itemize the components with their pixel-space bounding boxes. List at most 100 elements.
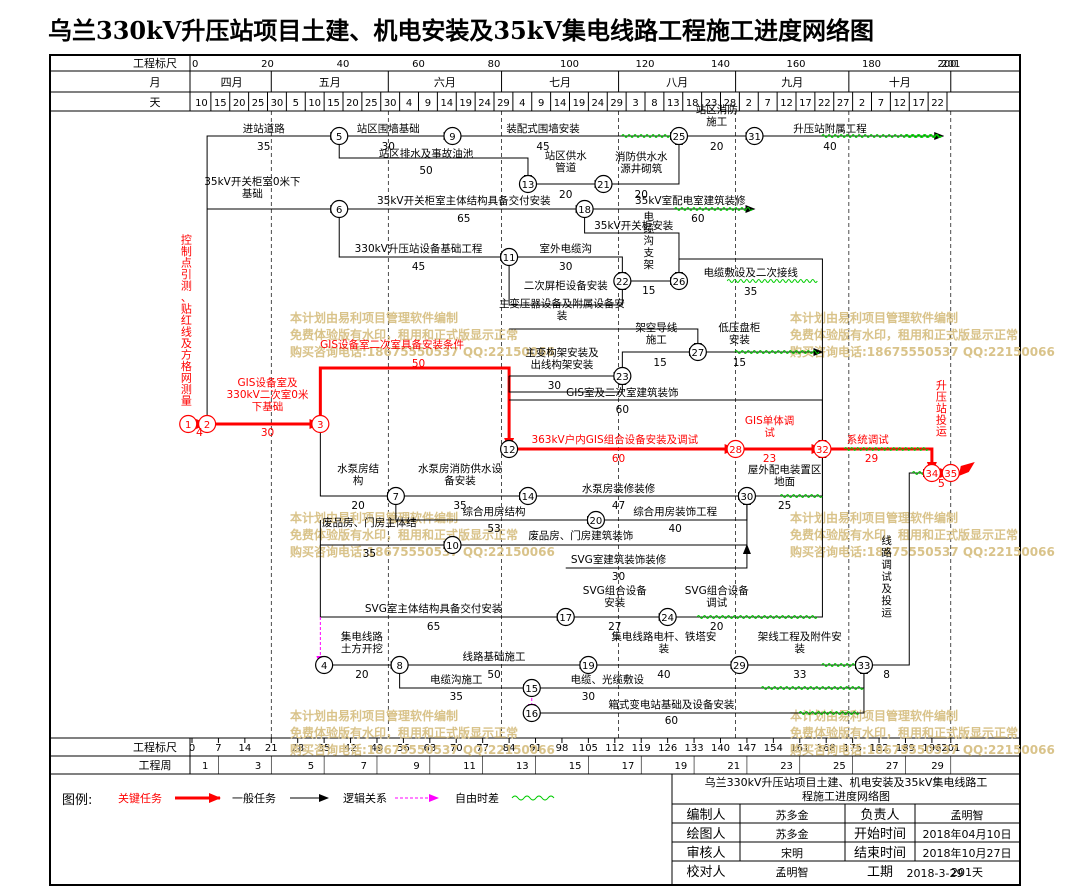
week-cell: 3: [255, 761, 261, 772]
task-name: 集电线路土方开挖: [341, 630, 383, 655]
scale-tick-bottom: 112: [605, 743, 624, 754]
task-name: 水泵房装修装修: [582, 482, 656, 495]
event-node-number: 19: [582, 661, 595, 672]
task-name: 废品房、门房主体结: [322, 516, 417, 529]
event-node: [518, 174, 538, 194]
event-node: [311, 414, 330, 434]
month-cell: 四月: [221, 76, 243, 89]
legend-normal-label: 一般任务: [232, 792, 276, 805]
task-duration: 30: [612, 571, 625, 583]
scale-label-top: 工程标尺: [133, 56, 177, 70]
task-name: 装配式围墙安装: [506, 122, 580, 135]
watermark-text: 免费体验版有水印，租用和正式版显示正常: [790, 527, 1018, 542]
day-cell: 5: [293, 98, 299, 109]
task-duration: 65: [457, 213, 470, 225]
scale-tick-bottom: 201: [941, 743, 960, 754]
watermark-group: 本计划由易利项目管理软件编制免费体验版有水印，租用和正式版显示正常购买咨询电话:…: [290, 310, 1055, 757]
event-node: [443, 535, 462, 555]
event-node-number: 9: [449, 132, 455, 143]
free-float-wave: [621, 134, 677, 138]
day-cell: 7: [765, 98, 771, 109]
milestone-label: 5: [938, 477, 945, 490]
event-node: [518, 486, 538, 506]
day-cell: 13: [667, 98, 680, 109]
scale-tick-bottom: 49: [371, 743, 384, 754]
info-cell: 工期: [867, 865, 893, 880]
free-float-wave: [673, 207, 753, 211]
scale-tick-top: 100: [560, 59, 579, 70]
task-arrow: [531, 664, 868, 714]
task-name: 线路调试及投运: [881, 534, 892, 619]
scale-tick-bottom: 175: [843, 743, 862, 754]
task-duration: 47: [612, 500, 625, 512]
task-duration: 45: [536, 141, 549, 153]
task-duration: 30: [382, 141, 395, 153]
info-caption-line2: 程施工进度网络图: [802, 789, 890, 803]
info-cell: 编制人: [686, 808, 725, 823]
task-arrows: [188, 132, 952, 714]
event-node: [386, 486, 405, 506]
event-node-number: 24: [661, 613, 674, 624]
event-node: [813, 439, 832, 459]
info-cell: 孟明智: [776, 865, 809, 879]
event-node: [922, 463, 942, 483]
day-cell: 2: [859, 98, 865, 109]
task-duration: 30: [559, 261, 572, 273]
task-duration: 35: [450, 691, 463, 703]
task-name: 升压站附属工程: [793, 122, 867, 135]
task-duration: 20: [710, 621, 723, 633]
free-float-wave: [904, 134, 942, 138]
event-node-number: 25: [673, 132, 686, 143]
task-duration: 20: [355, 669, 368, 681]
event-node-number: 29: [733, 661, 746, 672]
week-label: 工程周: [139, 759, 172, 772]
task-name: 消防供水水源井砌筑: [615, 150, 668, 175]
scale-tick-bottom: 119: [632, 743, 651, 754]
scale-tick-top: 140: [711, 59, 730, 70]
task-arrow: [338, 136, 532, 185]
task-name: 电缆沟施工: [430, 673, 483, 686]
task-name: 站区排水及事故油池: [379, 147, 474, 160]
scale-tick-bottom: 105: [579, 743, 598, 754]
event-node-number: 20: [590, 516, 603, 527]
event-node: [669, 271, 689, 291]
event-node: [669, 126, 689, 146]
event-node: [330, 126, 349, 146]
day-cell: 18: [686, 98, 699, 109]
task-duration: 53: [487, 523, 500, 535]
event-node: [556, 607, 575, 627]
event-node-number: 3: [317, 420, 323, 431]
task-name: 废品房、门房建筑装饰: [528, 529, 633, 542]
task-name: 系统调试: [847, 433, 889, 446]
task-duration: 30: [548, 380, 561, 392]
event-node-number: 7: [393, 492, 399, 503]
event-node-number: 31: [748, 132, 761, 143]
task-name: 35kV室配电室建筑装修: [635, 194, 746, 207]
task-arrow: [338, 209, 511, 261]
scale-tick-bottom: 182: [870, 743, 889, 754]
event-node: [658, 607, 677, 627]
legend: 图例: 关键任务 一般任务 逻辑关系 自由时差: [50, 773, 672, 808]
task-duration: 20: [635, 189, 648, 201]
event-node-number: 21: [597, 180, 610, 191]
task-arrow: [565, 544, 751, 569]
event-node: [575, 199, 594, 219]
watermark-text: 本计划由易利项目管理软件编制: [790, 510, 958, 525]
event-node-number: 33: [858, 661, 871, 672]
day-cell: 24: [591, 98, 604, 109]
scale-tick-bottom: 126: [658, 743, 677, 754]
day-label: 天: [150, 96, 161, 109]
event-node: [854, 655, 874, 675]
event-node-number: 14: [522, 492, 535, 503]
day-cell: 19: [573, 98, 586, 109]
task-duration: 15: [653, 357, 666, 369]
task-duration: 65: [427, 621, 440, 633]
day-cell: 29: [497, 98, 510, 109]
week-cell: 11: [463, 761, 476, 772]
event-node-number: 16: [525, 709, 538, 720]
day-cell: 2: [746, 98, 752, 109]
day-cell: 12: [780, 98, 793, 109]
